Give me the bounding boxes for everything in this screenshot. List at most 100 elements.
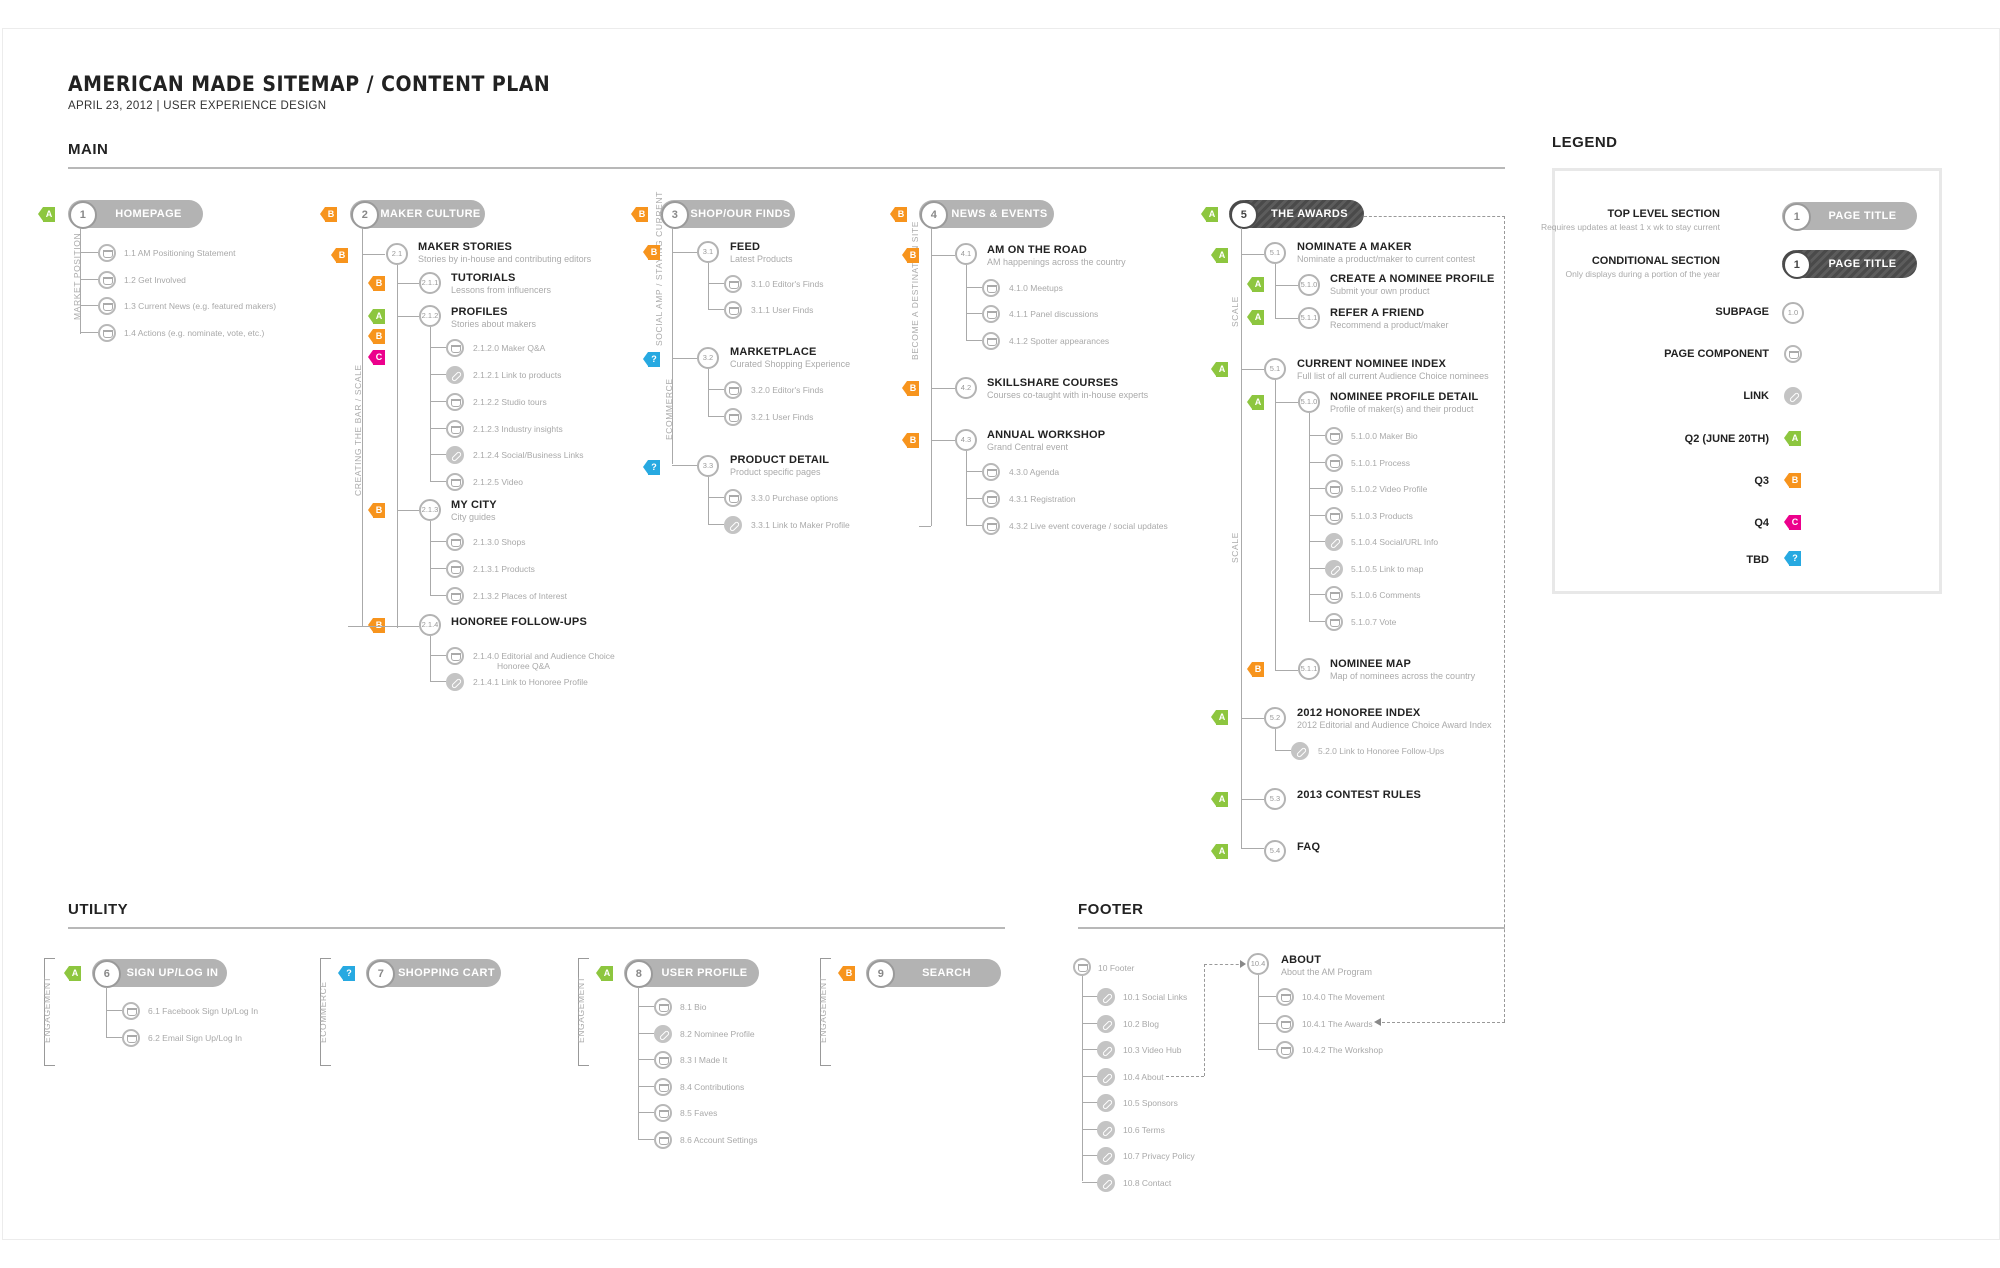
badge-q3: B [368, 276, 385, 291]
subpage-desc: Full list of all current Audience Choice… [1297, 371, 1489, 381]
section-number: 9 [867, 960, 895, 988]
link-icon[interactable] [1325, 560, 1343, 578]
badge-q2: A [1211, 844, 1228, 859]
subpage-title[interactable]: SKILLSHARE COURSES [987, 377, 1119, 389]
section-cart[interactable]: 7 SHOPPING CART [366, 959, 501, 988]
section-homepage[interactable]: 1 HOMEPAGE [68, 200, 203, 229]
connector [966, 525, 982, 526]
about-link-connector [1204, 964, 1244, 965]
connector [1309, 621, 1325, 622]
subpage-title[interactable]: PRODUCT DETAIL [730, 454, 830, 466]
footer-link-label[interactable]: 10.4 About [1123, 1072, 1164, 1082]
badge-q3: B [368, 618, 385, 633]
link-icon[interactable] [1097, 988, 1115, 1006]
section-shop[interactable]: 3 SHOP/OUR FINDS [660, 200, 795, 229]
link-icon[interactable] [1097, 1121, 1115, 1139]
section-search[interactable]: 9 SEARCH [866, 959, 1001, 988]
component-label: 1.2 Get Involved [124, 275, 186, 285]
footer-link-label[interactable]: 10.3 Video Hub [1123, 1045, 1182, 1055]
connector [1309, 413, 1310, 621]
subpage-title[interactable]: CURRENT NOMINEE INDEX [1297, 358, 1447, 370]
subpage-title[interactable]: 2012 HONOREE INDEX [1297, 707, 1421, 719]
group-label: SOCIAL AMP / STAYING CURRENT [654, 191, 664, 346]
subpage-title[interactable]: MARKETPLACE [730, 346, 817, 358]
footer-link-label[interactable]: 10.1 Social Links [1123, 992, 1188, 1002]
subpage-title[interactable]: ABOUT [1281, 954, 1322, 966]
subpage-title[interactable]: FAQ [1297, 841, 1321, 853]
component-icon [982, 490, 1000, 508]
subpage-desc: Product specific pages [730, 467, 821, 477]
link-icon[interactable] [1097, 1174, 1115, 1192]
link-icon[interactable] [1097, 1068, 1115, 1086]
badge-q2: A [38, 207, 55, 222]
arrow-right-icon [1240, 960, 1246, 968]
badge-q3: B [368, 503, 385, 518]
section-awards[interactable]: 5 THE AWARDS [1229, 200, 1364, 229]
footer-link-label[interactable]: 10.8 Contact [1123, 1178, 1172, 1188]
connector [430, 374, 446, 375]
connector [80, 305, 98, 306]
section-user-profile[interactable]: 8 USER PROFILE [624, 959, 759, 988]
subpage-title[interactable]: REFER A FRIEND [1330, 307, 1425, 319]
subpage-icon: 5.3 [1264, 788, 1286, 810]
link-icon[interactable] [1097, 1015, 1115, 1033]
subpage-title[interactable]: NOMINEE MAP [1330, 658, 1412, 670]
component-icon [446, 339, 464, 357]
link-icon[interactable] [1325, 533, 1343, 551]
arrow-left-icon [1374, 1018, 1381, 1026]
link-icon[interactable] [446, 366, 464, 384]
connector [430, 595, 446, 596]
subpage-icon: 5.1.0 [1298, 274, 1320, 296]
component-label: 2.1.3.0 Shops [473, 537, 526, 547]
link-icon[interactable] [1291, 742, 1309, 760]
subpage-title[interactable]: CREATE A NOMINEE PROFILE [1330, 273, 1495, 285]
subpage-title[interactable]: MAKER STORIES [418, 241, 513, 253]
link-icon[interactable] [724, 516, 742, 534]
subpage-title[interactable]: PROFILES [451, 306, 508, 318]
section-title: SIGN UP/LOG IN [126, 967, 219, 979]
subpage-icon: 2.1.1 [419, 272, 441, 294]
link-icon[interactable] [654, 1025, 672, 1043]
link-icon[interactable] [1097, 1041, 1115, 1059]
footer-link-label[interactable]: 10.6 Terms [1123, 1125, 1165, 1135]
subpage-title[interactable]: MY CITY [451, 499, 497, 511]
subpage-title[interactable]: NOMINATE A MAKER [1297, 241, 1412, 253]
component-icon [446, 533, 464, 551]
component-icon [982, 332, 1000, 350]
link-icon[interactable] [1097, 1147, 1115, 1165]
component-label: 3.2.1 User Finds [751, 412, 814, 422]
subpage-title[interactable]: AM ON THE ROAD [987, 244, 1087, 256]
subpage-title[interactable]: HONOREE FOLLOW-UPS [451, 616, 587, 628]
connector [397, 283, 419, 284]
subpage-title[interactable]: TUTORIALS [451, 272, 516, 284]
footer-link-label[interactable]: 10.5 Sponsors [1123, 1098, 1178, 1108]
connector [362, 228, 363, 626]
section-maker-culture[interactable]: 2 MAKER CULTURE [350, 200, 485, 229]
link-icon[interactable] [446, 673, 464, 691]
section-signup[interactable]: 6 SIGN UP/LOG IN [92, 959, 227, 988]
connector [1258, 1049, 1276, 1050]
subpage-title[interactable]: NOMINEE PROFILE DETAIL [1330, 391, 1479, 403]
badge-q2: A [1211, 362, 1228, 377]
section-news[interactable]: 4 NEWS & EVENTS [919, 200, 1054, 229]
badge-q3: B [838, 966, 855, 981]
connector [430, 401, 446, 402]
subpage-title[interactable]: ANNUAL WORKSHOP [987, 429, 1106, 441]
link-icon[interactable] [446, 446, 464, 464]
connector [1275, 750, 1291, 751]
connector [1082, 976, 1083, 1181]
component-label: 5.1.0.2 Video Profile [1351, 484, 1428, 494]
subpage-title[interactable]: 2013 CONTEST RULES [1297, 789, 1422, 801]
group-label: ENGAGEMENT [818, 976, 828, 1043]
footer-link-label[interactable]: 10.2 Blog [1123, 1019, 1159, 1029]
subpage-icon: 4.2 [955, 377, 977, 399]
subpage-icon: 2.1.2 [419, 305, 441, 327]
connector [966, 265, 967, 340]
footer-link-label[interactable]: 10.7 Privacy Policy [1123, 1151, 1195, 1161]
badge-tbd: ? [643, 352, 660, 367]
component-icon [654, 1078, 672, 1096]
group-label: SCALE [1230, 532, 1240, 563]
component-icon [98, 244, 116, 262]
subpage-title[interactable]: FEED [730, 241, 761, 253]
link-icon[interactable] [1097, 1094, 1115, 1112]
